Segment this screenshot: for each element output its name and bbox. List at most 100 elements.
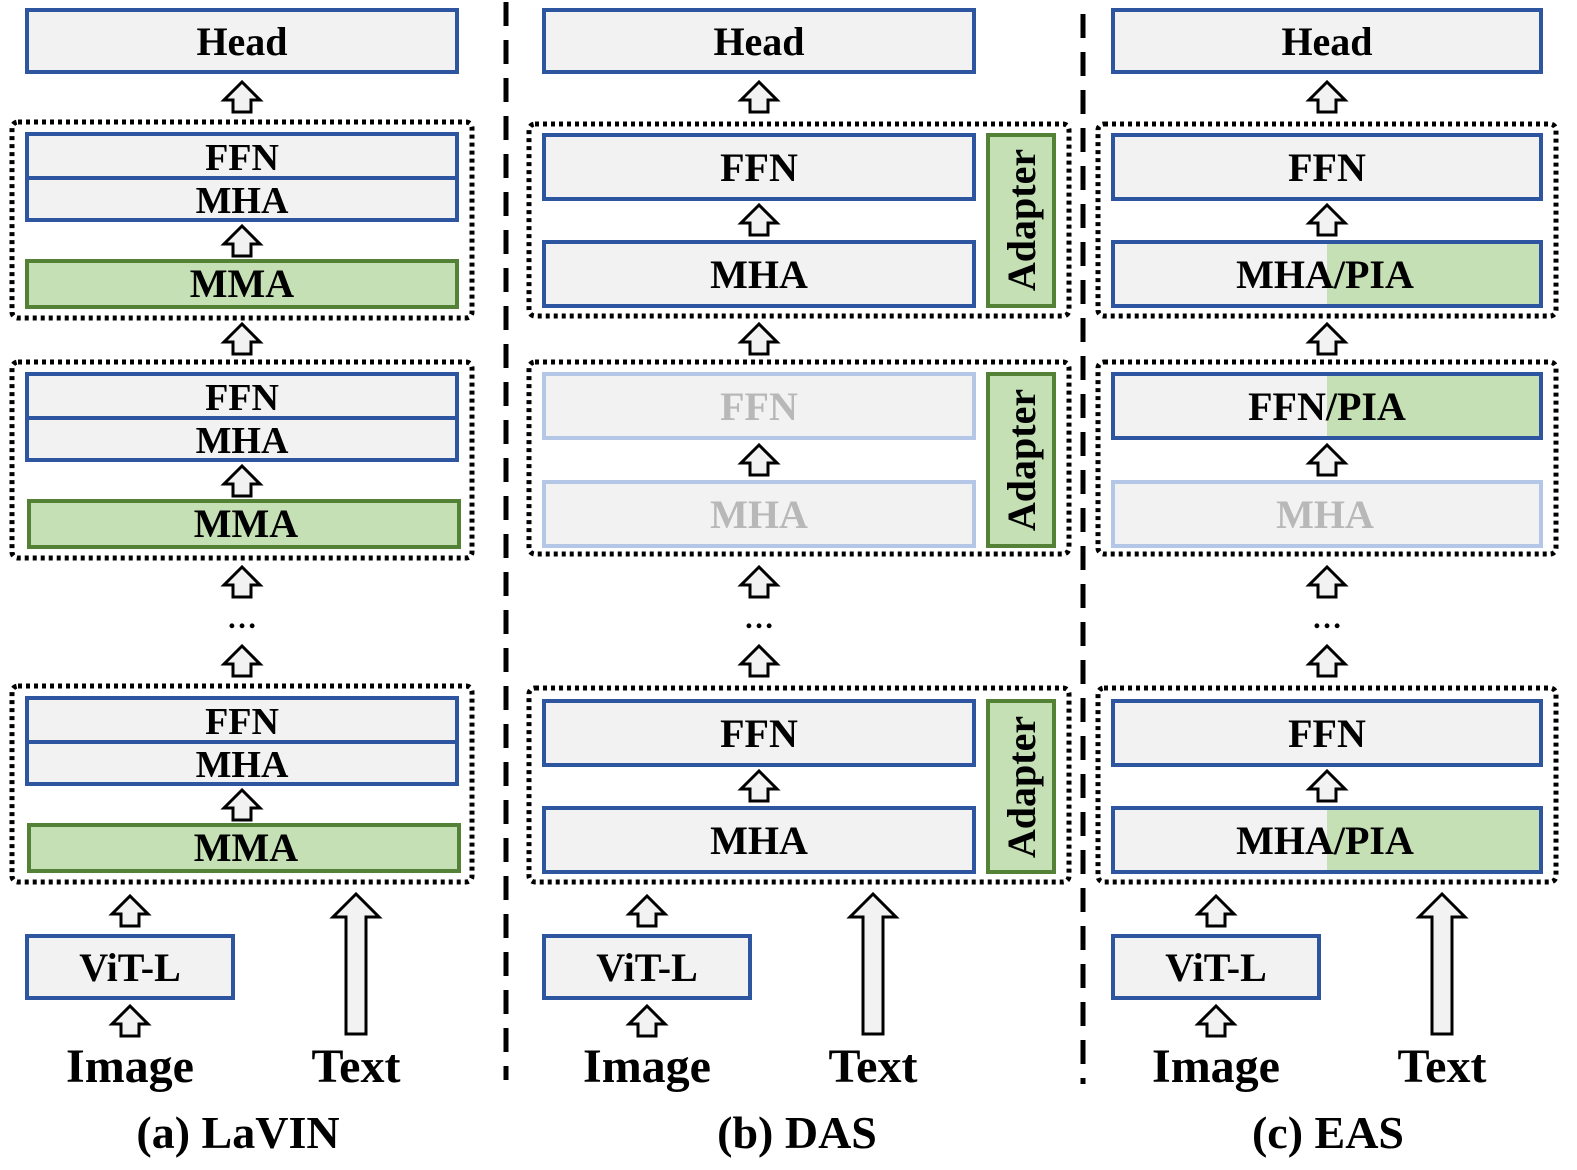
mma-box <box>27 499 461 549</box>
ellipsis: … <box>744 602 774 635</box>
head-box <box>1111 8 1543 74</box>
ffn-label: FFN <box>205 377 279 419</box>
ffn-box <box>25 696 459 744</box>
ffn-pia-label: FFN/PIA <box>1248 384 1406 429</box>
vit-encoder-box <box>25 934 235 1000</box>
mha-box <box>25 176 459 222</box>
text-input-label: Text <box>829 1040 918 1093</box>
small-up-arrow <box>108 1003 152 1038</box>
ellipsis: … <box>1312 602 1342 635</box>
layer-group-dashed <box>1095 685 1559 885</box>
small-up-arrow <box>1305 321 1349 356</box>
adapter-label: Adapter <box>999 149 1044 291</box>
adapter-box <box>986 699 1056 874</box>
text-input-label: Text <box>312 1040 401 1093</box>
small-up-arrow <box>1305 768 1349 803</box>
mha-box <box>25 740 459 786</box>
small-up-arrow <box>737 442 781 477</box>
ffn-box <box>542 699 976 767</box>
head-box <box>542 8 976 74</box>
small-up-arrow <box>1305 442 1349 477</box>
small-up-arrow <box>737 79 781 114</box>
image-input-label: Image <box>66 1040 194 1093</box>
layer-group-dashed <box>9 359 475 561</box>
small-up-arrow <box>220 564 264 599</box>
small-up-arrow <box>1305 643 1349 678</box>
ffn-box <box>25 372 459 420</box>
text-long-arrow <box>329 891 383 1036</box>
panel-caption: (b) DAS <box>717 1107 877 1158</box>
vit-encoder-label: ViT-L <box>79 945 181 990</box>
panel-caption: (a) LaVIN <box>136 1107 339 1158</box>
small-up-arrow <box>625 893 669 928</box>
vit-encoder-label: ViT-L <box>1165 945 1267 990</box>
ffn-box <box>542 133 976 201</box>
mma-label: MMA <box>190 261 295 306</box>
mha-box <box>25 416 459 462</box>
head-label: Head <box>1281 19 1372 64</box>
mha-label: MHA <box>1276 492 1374 537</box>
ffn-pia-box <box>1111 372 1543 440</box>
ffn-box <box>1111 133 1543 201</box>
panel-das: Head FFN MHA Adapter FFN MHA Adapter … F… <box>526 8 1072 1158</box>
ffn-box-skipped <box>542 372 976 440</box>
ffn-label: FFN <box>205 701 279 743</box>
adapter-box <box>986 372 1056 548</box>
small-up-arrow <box>625 1003 669 1038</box>
layer-group-dashed <box>1095 121 1559 319</box>
ffn-label: FFN <box>720 384 798 429</box>
ffn-box <box>1111 699 1543 767</box>
adapter-box <box>986 133 1056 308</box>
panel-caption: (c) EAS <box>1252 1107 1404 1158</box>
adapter-label: Adapter <box>999 389 1044 531</box>
mha-pia-label: MHA/PIA <box>1236 818 1414 863</box>
small-up-arrow <box>737 768 781 803</box>
layer-group-dashed <box>526 121 1072 319</box>
small-up-arrow <box>220 223 264 258</box>
small-up-arrow <box>737 564 781 599</box>
mha-label: MHA <box>196 180 289 222</box>
layer-group-dashed <box>526 685 1072 885</box>
mha-label: MHA <box>710 818 808 863</box>
small-up-arrow <box>220 321 264 356</box>
layer-group-dashed <box>1095 359 1559 557</box>
vit-encoder-label: ViT-L <box>596 945 698 990</box>
mma-box <box>27 823 461 873</box>
small-up-arrow <box>1305 564 1349 599</box>
text-input-label: Text <box>1398 1040 1487 1093</box>
vit-encoder-box <box>542 934 752 1000</box>
mma-box <box>25 259 459 309</box>
mha-pia-box <box>1111 240 1543 308</box>
mha-box-skipped <box>542 480 976 548</box>
small-up-arrow <box>220 79 264 114</box>
small-up-arrow <box>737 202 781 237</box>
small-up-arrow <box>737 321 781 356</box>
image-input-label: Image <box>1152 1040 1280 1093</box>
ffn-label: FFN <box>1288 711 1366 756</box>
mha-label: MHA <box>710 492 808 537</box>
head-label: Head <box>196 19 287 64</box>
adapter-label: Adapter <box>999 716 1044 858</box>
small-up-arrow <box>1305 79 1349 114</box>
layer-group-dashed <box>9 683 475 885</box>
head-label: Head <box>713 19 804 64</box>
small-up-arrow <box>1194 1003 1238 1038</box>
ffn-label: FFN <box>720 145 798 190</box>
mha-box-skipped <box>1111 480 1543 548</box>
small-up-arrow <box>220 463 264 498</box>
image-input-label: Image <box>583 1040 711 1093</box>
small-up-arrow <box>220 787 264 822</box>
mha-box <box>542 806 976 874</box>
small-up-arrow <box>737 643 781 678</box>
vit-encoder-box <box>1111 934 1321 1000</box>
mha-pia-label: MHA/PIA <box>1236 252 1414 297</box>
ffn-label: FFN <box>205 137 279 179</box>
text-long-arrow <box>846 891 900 1036</box>
layer-group-dashed <box>9 119 475 321</box>
mha-label: MHA <box>196 744 289 786</box>
panel-lavin: Head FFN MHA MMA FFN MHA MMA … FFN MHA M… <box>9 8 475 1158</box>
panel-eas: Head FFN MHA/PIA FFN/PIA MHA … FFN MHA/P… <box>1095 8 1559 1158</box>
head-box <box>25 8 459 74</box>
